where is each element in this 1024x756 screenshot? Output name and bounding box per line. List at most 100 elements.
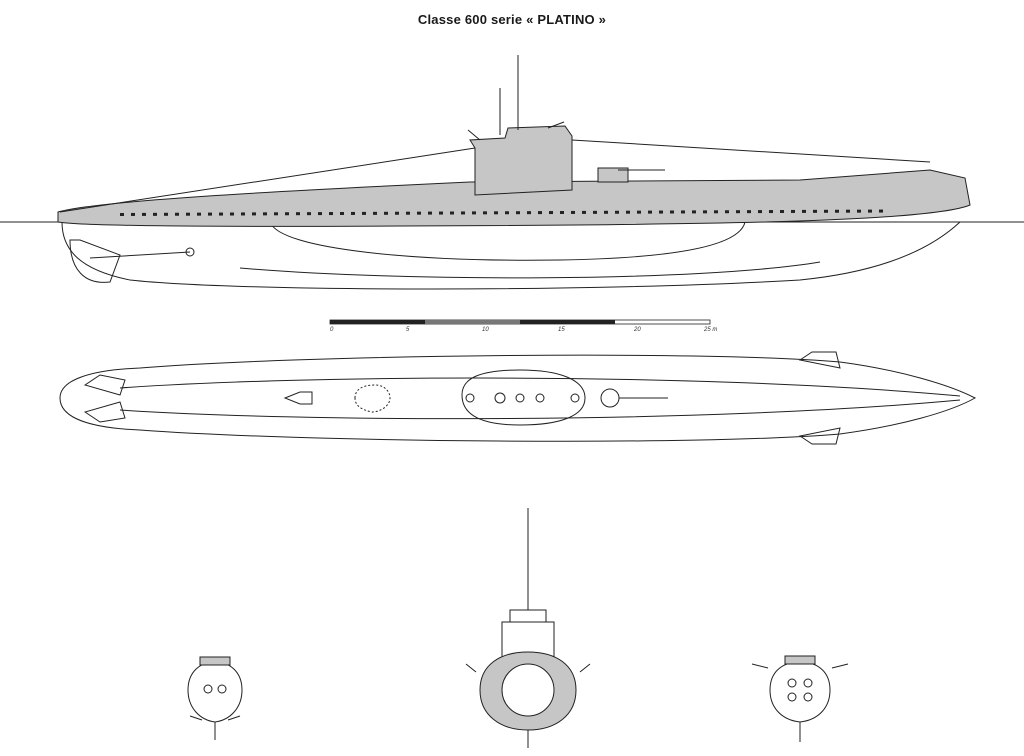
limber-hole bbox=[571, 210, 575, 214]
limber-hole bbox=[681, 210, 685, 214]
limber-hole bbox=[868, 209, 872, 213]
limber-hole bbox=[736, 210, 740, 214]
limber-hole bbox=[769, 210, 773, 214]
limber-hole bbox=[241, 212, 245, 216]
limber-hole bbox=[450, 211, 454, 215]
limber-hole bbox=[846, 209, 850, 213]
limber-hole bbox=[604, 210, 608, 214]
plan-stern-planes bbox=[83, 374, 126, 423]
plan-fairing bbox=[283, 391, 313, 405]
limber-hole bbox=[560, 211, 564, 214]
plan-periscope-2 bbox=[515, 393, 525, 403]
plan-deck-gun bbox=[600, 388, 620, 408]
limber-hole bbox=[285, 212, 289, 216]
limber-hole bbox=[197, 212, 201, 216]
lower-hull bbox=[61, 221, 962, 290]
scale-tick-15: 15 bbox=[558, 327, 565, 333]
limber-hole bbox=[384, 211, 388, 215]
limber-hole bbox=[549, 211, 553, 215]
scale-tick-10: 10 bbox=[482, 327, 489, 333]
limber-hole bbox=[615, 210, 619, 214]
plan-bow-planes bbox=[798, 351, 841, 445]
limber-hole bbox=[120, 213, 124, 216]
limber-hole bbox=[626, 210, 630, 214]
limber-hole bbox=[175, 212, 179, 216]
limber-hole bbox=[351, 211, 355, 215]
scale-tick-20: 20 bbox=[633, 327, 641, 333]
jumping-wire bbox=[59, 139, 931, 213]
aa-guns bbox=[467, 121, 565, 141]
limber-hole bbox=[505, 211, 509, 215]
conning-tower bbox=[469, 125, 573, 196]
limber-hole bbox=[791, 209, 795, 213]
plan-aa-gun-fwd bbox=[570, 393, 580, 403]
limber-hole bbox=[725, 210, 729, 214]
limber-hole bbox=[483, 211, 487, 215]
propeller-hub bbox=[185, 247, 195, 257]
scale-tick-5: 5 bbox=[406, 327, 410, 333]
diagram-title: Classe 600 serie « PLATINO » bbox=[417, 12, 607, 27]
plan-casing-line bbox=[119, 377, 961, 420]
limber-hole bbox=[153, 212, 157, 216]
limber-hole bbox=[131, 212, 135, 216]
bow-section-view bbox=[751, 655, 849, 742]
limber-hole bbox=[362, 211, 366, 215]
pressure-hull-line bbox=[269, 221, 746, 261]
limber-hole bbox=[637, 210, 641, 214]
limber-hole bbox=[703, 210, 707, 214]
plan-view bbox=[59, 351, 977, 445]
limber-hole bbox=[538, 211, 542, 215]
plan-hatch bbox=[354, 384, 391, 413]
limber-hole bbox=[670, 210, 674, 214]
limber-hole bbox=[824, 209, 828, 213]
limber-hole bbox=[802, 209, 806, 213]
limber-hole bbox=[527, 211, 531, 215]
limber-hole bbox=[659, 210, 663, 214]
limber-hole bbox=[879, 209, 883, 213]
limber-hole bbox=[714, 210, 718, 214]
midship-section-view bbox=[465, 508, 591, 748]
limber-hole bbox=[582, 210, 586, 214]
keel-line bbox=[239, 261, 821, 279]
limber-hole bbox=[318, 212, 322, 216]
side-elevation-view bbox=[0, 55, 1024, 290]
plan-aa-gun-aft bbox=[465, 393, 475, 403]
limber-hole bbox=[340, 212, 344, 215]
limber-hole bbox=[307, 212, 311, 216]
limber-hole bbox=[208, 212, 212, 216]
limber-hole bbox=[494, 211, 498, 215]
limber-hole bbox=[857, 209, 861, 213]
limber-hole bbox=[186, 212, 190, 216]
limber-hole bbox=[428, 211, 432, 215]
scale-tick-25: 25 m bbox=[703, 327, 717, 333]
limber-hole bbox=[648, 210, 652, 214]
limber-hole bbox=[263, 212, 267, 216]
limber-hole bbox=[274, 212, 278, 216]
limber-hole bbox=[472, 211, 476, 215]
limber-hole bbox=[516, 211, 520, 215]
limber-hole bbox=[230, 212, 234, 216]
limber-hole bbox=[813, 209, 817, 213]
limber-hole bbox=[780, 210, 784, 213]
limber-hole bbox=[692, 210, 696, 214]
limber-hole bbox=[395, 211, 399, 215]
plan-periscope-3 bbox=[535, 393, 545, 403]
scale-bar: 0 5 10 15 20 25 m bbox=[329, 319, 717, 333]
rudder bbox=[69, 239, 121, 283]
limber-hole bbox=[461, 211, 465, 215]
stern-section-view bbox=[187, 656, 243, 740]
limber-hole bbox=[252, 212, 256, 216]
deck-gun-mount bbox=[597, 167, 629, 183]
limber-hole bbox=[406, 211, 410, 215]
limber-hole bbox=[417, 211, 421, 215]
limber-hole bbox=[296, 212, 300, 216]
limber-hole bbox=[439, 211, 443, 215]
limber-hole bbox=[758, 210, 762, 214]
limber-hole bbox=[219, 212, 223, 216]
plan-conning-tower bbox=[461, 369, 586, 426]
limber-hole bbox=[835, 209, 839, 213]
limber-hole bbox=[329, 212, 333, 216]
limber-hole bbox=[164, 212, 168, 216]
stern-plane bbox=[89, 251, 191, 259]
